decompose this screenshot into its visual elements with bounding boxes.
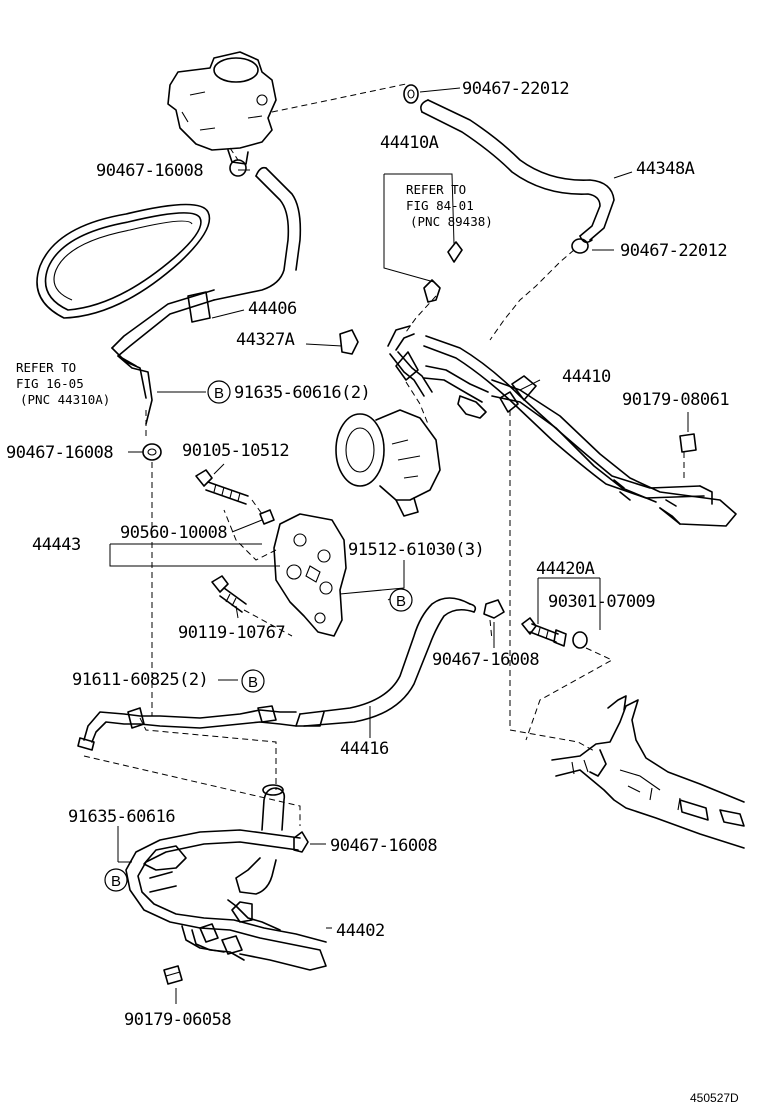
hose-stub bbox=[261, 784, 286, 831]
part-labels: 90467-22012 90467-16008 44410A 44348A RE… bbox=[6, 79, 739, 1105]
union-bolt bbox=[423, 241, 463, 303]
label-90119-10767: 90119-10767 bbox=[178, 623, 285, 643]
b-callout-4: B bbox=[104, 868, 128, 892]
label-90467-16008-b: 90467-16008 bbox=[6, 443, 113, 463]
clip-44327A bbox=[339, 329, 359, 355]
label-90301-07009: 90301-07009 bbox=[548, 592, 655, 612]
steering-gear bbox=[551, 695, 745, 849]
label-91635-60616: 91635-60616 bbox=[68, 807, 175, 827]
ref-16-05-line2: FIG 16-05 bbox=[16, 376, 84, 391]
label-44420A: 44420A bbox=[536, 559, 595, 579]
tube-44402 bbox=[125, 829, 327, 971]
washer-90560-10008 bbox=[259, 509, 275, 525]
ref-84-01-line2: FIG 84-01 bbox=[406, 198, 474, 213]
label-44410A: 44410A bbox=[380, 133, 439, 153]
ref-16-05-line1: REFER TO bbox=[16, 360, 76, 375]
label-90105-10512: 90105-10512 bbox=[182, 441, 289, 461]
label-90560-10008: 90560-10008 bbox=[120, 523, 227, 543]
hose-44416 bbox=[77, 597, 477, 751]
label-44402: 44402 bbox=[336, 921, 385, 941]
label-90179-06058: 90179-06058 bbox=[124, 1010, 231, 1030]
hose-44406 bbox=[111, 159, 302, 425]
bolt-90119-10767 bbox=[211, 575, 247, 613]
label-90467-16008-d: 90467-16008 bbox=[330, 836, 437, 856]
clamp-top bbox=[403, 84, 419, 104]
label-44327A: 44327A bbox=[236, 330, 295, 350]
b-callout-1: B bbox=[207, 380, 231, 404]
label-44348A: 44348A bbox=[636, 159, 695, 179]
b-callout-1-label: B bbox=[214, 385, 224, 402]
label-90467-16008-c: 90467-16008 bbox=[432, 650, 539, 670]
clamp-left bbox=[142, 443, 162, 461]
pump-assembly bbox=[335, 325, 441, 517]
ref-84-01-line1: REFER TO bbox=[406, 182, 466, 197]
bracket-44443 bbox=[273, 513, 347, 637]
grommet-90179-08061 bbox=[679, 433, 697, 453]
reservoir-tank bbox=[167, 51, 277, 165]
union-bolt-44420A bbox=[521, 617, 588, 649]
label-90179-08061: 90179-08061 bbox=[622, 390, 729, 410]
b-callout-3: B bbox=[241, 669, 265, 693]
label-91635-60616-2: 91635-60616(2) bbox=[234, 383, 370, 403]
clamp-90467-16008-d bbox=[293, 831, 309, 853]
label-91512-61030-3: 91512-61030(3) bbox=[348, 540, 484, 560]
grommet-90179-06058 bbox=[163, 965, 183, 985]
b-callout-3-label: B bbox=[248, 674, 258, 691]
b-callout-4-label: B bbox=[111, 873, 121, 890]
b-callouts: B B B B bbox=[104, 380, 413, 892]
figure-id: 450527D bbox=[690, 1091, 739, 1105]
clamp-90467-16008-c bbox=[483, 599, 505, 619]
ref-16-05-line3: (PNC 44310A) bbox=[20, 392, 110, 407]
hose-44348A bbox=[420, 99, 615, 254]
label-90467-16008-a: 90467-16008 bbox=[96, 161, 203, 181]
drive-belt bbox=[36, 203, 211, 319]
bolt-90105-10512 bbox=[195, 469, 249, 505]
label-90467-22012-mid: 90467-22012 bbox=[620, 241, 727, 261]
label-91611-60825-2: 91611-60825(2) bbox=[72, 670, 208, 690]
label-90467-22012-top: 90467-22012 bbox=[462, 79, 569, 99]
assembly-lines bbox=[83, 83, 685, 1006]
b-callout-2: B bbox=[389, 588, 413, 612]
label-44416: 44416 bbox=[340, 739, 389, 759]
label-44406: 44406 bbox=[248, 299, 297, 319]
label-44443: 44443 bbox=[32, 535, 81, 555]
b-callout-2-label: B bbox=[396, 593, 406, 610]
label-44410: 44410 bbox=[562, 367, 611, 387]
tube-44410 bbox=[423, 335, 737, 527]
ref-84-01-line3: (PNC 89438) bbox=[410, 214, 493, 229]
